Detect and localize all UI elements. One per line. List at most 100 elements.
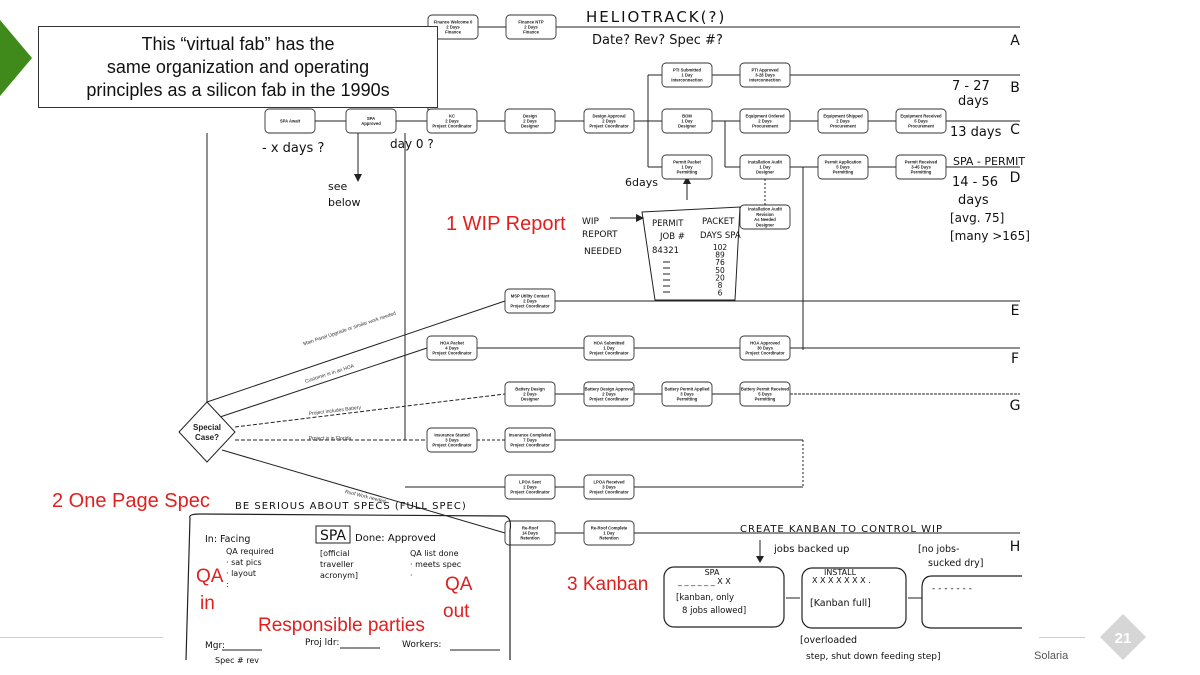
special-case-decision xyxy=(178,401,236,463)
callout-line-2: same organization and operating xyxy=(106,56,370,77)
node-text: Finance xyxy=(445,30,461,35)
footer-brand: Solaria xyxy=(1034,650,1069,662)
node-text: Permit Packet xyxy=(673,159,701,164)
node-text: KC xyxy=(449,113,455,118)
node-text: LPOA Received xyxy=(593,479,624,484)
node-text: 2 Days xyxy=(602,392,616,397)
lane-b-days: 7 - 27 xyxy=(952,79,990,94)
node-text: Battery Permit Received xyxy=(741,386,790,391)
node-text: Designer xyxy=(756,222,774,227)
node-text: Project Coordinator xyxy=(432,351,472,356)
spa-sub-item: [official xyxy=(320,549,350,558)
page-number: 21 xyxy=(1115,630,1132,647)
node-text: 3 Days xyxy=(602,485,616,490)
arrow-right-icon xyxy=(636,214,644,222)
node-text: Designer xyxy=(521,397,539,402)
lane-d-avg: [avg. 75] xyxy=(950,211,1004,225)
node-text: 1 Day xyxy=(603,346,615,351)
node-text: 5 Days xyxy=(836,165,850,170)
node-text: 2 Days xyxy=(524,25,538,30)
branch-hoa xyxy=(219,347,428,418)
node-text: Finance NTP xyxy=(518,19,544,24)
node-text: Project Coordinator xyxy=(510,490,550,495)
spec-workers-label: Workers: xyxy=(402,640,441,650)
callout-box: This “virtual fab” has the same organiza… xyxy=(38,26,438,108)
node-text: Equipment Shipped xyxy=(823,113,863,118)
kanban-spa-note: [kanban, only xyxy=(676,593,734,603)
lane-c-days: 13 days xyxy=(950,125,1002,140)
spec-mgr-label: Mgr: xyxy=(205,641,225,651)
lane-d-days: 14 - 56 xyxy=(952,175,998,190)
node-text: SPA xyxy=(367,116,375,121)
wip-report-sheet xyxy=(641,206,741,301)
spa-sub-item: traveller xyxy=(320,560,354,569)
node-text: 2 Days xyxy=(523,299,537,304)
node-text: 2 Days xyxy=(836,119,850,124)
spa-sub-item: acronym] xyxy=(320,571,358,580)
wip-days-value: 89 xyxy=(715,251,725,260)
kanban-install-note: [Kanban full] xyxy=(810,598,871,609)
no-jobs-note: sucked dry] xyxy=(928,558,984,569)
red-label-responsible-parties: Responsible parties xyxy=(258,615,425,636)
node-text: Design Approval xyxy=(592,113,625,118)
node-text: Installation Audit xyxy=(748,159,782,164)
red-label-qa-in: QA xyxy=(196,566,224,587)
spec-in-item: · sat pics xyxy=(226,558,262,567)
node-text: Equipment Received xyxy=(900,113,942,118)
spa-box-label: SPA xyxy=(320,528,346,544)
node-text: As Needed xyxy=(754,217,776,222)
node-text: Procurement xyxy=(908,124,934,129)
wip-header-packet: PACKET xyxy=(702,217,735,227)
lane-label-h: H xyxy=(1010,539,1021,555)
wip-header-days: DAYS SPA xyxy=(700,231,741,241)
red-label-wip-report: 1 WIP Report xyxy=(446,213,566,235)
footer-divider-right xyxy=(1039,637,1085,638)
node-text: PTI Submitted xyxy=(673,67,702,72)
branch-label-battery: Project includes Battery xyxy=(308,405,361,417)
node-spa-awaiting: SPA Await xyxy=(264,108,316,134)
callout-line-3: principles as a silicon fab in the 1990s xyxy=(86,79,390,100)
spec-card-outline xyxy=(185,513,512,661)
node-text: Interconnection xyxy=(749,78,781,83)
node-text: Insurance Completed xyxy=(509,432,552,437)
node-text: Battery Design Approval xyxy=(585,386,634,391)
node-text: HOA Submitted xyxy=(594,340,625,345)
wip-days-value: 102 xyxy=(713,243,728,252)
wip-needed-note: REPORT xyxy=(582,230,618,240)
node-text: Project Coordinator xyxy=(432,443,472,448)
node-text: 30 Days xyxy=(757,346,774,351)
node-text: Designer xyxy=(756,170,774,175)
node-text: Installation Audit xyxy=(748,207,782,212)
node-text: Project Coordinator xyxy=(589,490,629,495)
date-rev-spec-note: Date? Rev? Spec #? xyxy=(592,33,723,48)
node-text: Insurance Started xyxy=(434,432,470,437)
node-text: Equipment Ordered xyxy=(745,113,785,118)
wip-needed-note: NEEDED xyxy=(584,247,622,257)
node-text: Project Coordinator xyxy=(510,443,550,448)
node-text: 3-45 Days xyxy=(911,165,931,170)
kanban-spa-note: 8 jobs allowed] xyxy=(682,606,746,616)
callout-line-1: This “virtual fab” has the xyxy=(141,33,335,54)
node-text: 2 Days xyxy=(602,119,616,124)
spec-in-label: In: Facing xyxy=(205,534,250,545)
handwritten-annotations: HELIOTRACK(?)Date? Rev? Spec #?ABCDEFGH7… xyxy=(52,8,1030,665)
wip-days-value: 8 xyxy=(718,281,723,290)
node-text: 2 Days xyxy=(523,392,537,397)
node-text: Permitting xyxy=(677,397,698,402)
spec-done-label: Done: Approved xyxy=(355,533,436,544)
